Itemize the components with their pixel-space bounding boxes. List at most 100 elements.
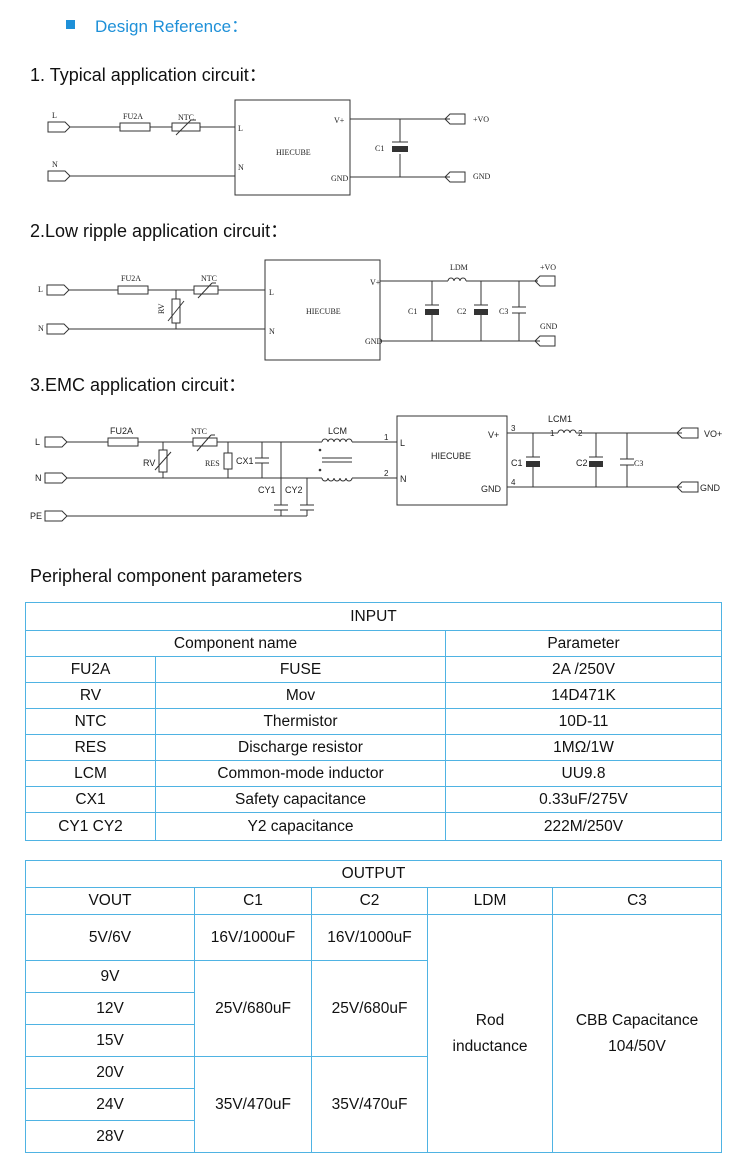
c1-module-n-pin: N [238,163,244,172]
cell-name: Discharge resistor [155,734,446,761]
table-row: LCM Common-mode inductor UU9.8 [25,760,723,787]
output-header-c3: C3 [551,887,723,915]
cell-name: Thermistor [155,708,446,735]
cell-parameter: 1MΩ/1W [444,734,723,761]
c3-cy1-label: CY1 [258,485,276,495]
c3-lcm1-pin1: 1 [550,429,555,438]
c3-gnd-label: GND [481,484,502,494]
cell-ref: CX1 [25,786,156,813]
section-title-emc: 3.EMC application circuit： [30,375,247,395]
c1-cell: 25V/680uF [194,960,312,1057]
c1-capacitor-label: C1 [375,144,384,153]
vout-cell: 9V [25,960,195,993]
cell-parameter: 222M/250V [444,812,723,841]
c3-cx1-label: CX1 [236,456,254,466]
c3-cy2-label: CY2 [285,485,303,495]
c3-rv-label: RV [143,458,155,468]
c3-c1-label: C1 [511,458,523,468]
section-title-typical: 1. Typical application circuit： [30,65,267,85]
cell-name: Mov [155,682,446,709]
table-row: RES Discharge resistor 1MΩ/1W [25,734,723,761]
output-table: OUTPUT VOUT C1 C2 LDM C3 5V/6V 16V/1000u… [24,860,723,1153]
output-title-row: OUTPUT [24,860,723,888]
c3-c2-label: C2 [576,458,588,468]
emc-application-circuit: L N PE FU2A NTC RV RES CX1 CY1 CY2 LCM 1… [30,414,722,522]
c3-cell: CBB Capacitance 104/50V [551,914,723,1153]
cell-name: Common-mode inductor [155,760,446,787]
vout-cell: 15V [25,1024,195,1057]
c2-vplus-label: V+ [370,278,381,287]
input-title-row: INPUT [24,602,723,631]
c2-c1-label: C1 [408,307,417,316]
c2-rv-label: RV [157,303,166,314]
low-ripple-application-circuit: L N FU2A NTC RV L N HIECUBE V+ GND LDM C… [38,259,558,361]
cell-ref: NTC [25,708,156,735]
c1-fuse-label: FU2A [123,112,143,121]
input-header-row: Component name Parameter [25,630,723,657]
output-header-ldm: LDM [427,887,553,915]
vout-cell: 12V [25,992,195,1025]
vout-cell: 5V/6V [25,914,195,961]
c2-cell: 16V/1000uF [311,914,428,961]
c3-pin4-label: 4 [511,478,516,487]
c1-vo-label: +VO [473,115,489,124]
c2-cell: 25V/680uF [311,960,428,1057]
ldm-line: Rod [475,1011,505,1029]
cell-ref: RES [25,734,156,761]
c1-cell: 16V/1000uF [194,914,312,961]
c2-module-name: HIECUBE [306,307,341,316]
c3-res-label: RES [205,459,220,468]
c3-vplus-label: V+ [488,430,499,440]
cell-parameter: UU9.8 [444,760,723,787]
c2-c3-label: C3 [499,307,508,316]
cell-ref: FU2A [25,656,156,683]
c2-module-l-pin: L [269,288,274,297]
vout-cell: 24V [25,1088,195,1121]
section-title-low-ripple: 2.Low ripple application circuit： [30,221,289,241]
c3-line: CBB Capacitance [575,1011,699,1029]
c2-fuse-label: FU2A [121,274,141,283]
input-header-component: Component name [25,630,446,657]
cell-ref: RV [25,682,156,709]
c1-vplus-label: V+ [334,116,345,125]
peripheral-title: Peripheral component parameters [30,566,303,586]
output-header-c1: C1 [194,887,312,915]
cell-ref: CY1 CY2 [25,812,156,841]
c2-vo-label: +VO [540,263,556,272]
c3-ntc-label: NTC [191,427,207,436]
c2-ntc-label: NTC [201,274,217,283]
table-row: 5V/6V 16V/1000uF 16V/1000uF Rod inductan… [25,914,723,1153]
cell-parameter: 14D471K [444,682,723,709]
c2-n-label: N [38,324,44,333]
input-header-parameter: Parameter [444,630,723,657]
c2-out-gnd-label: GND [540,322,558,331]
design-reference-header: Design Reference： [66,10,248,38]
c3-pe-label: PE [30,511,42,521]
table-row: NTC Thermistor 10D-11 [25,708,723,735]
c2-module-n-pin: N [269,327,275,336]
c1-gnd-label: GND [331,174,349,183]
cell-parameter: 2A /250V [444,656,723,683]
vout-cell: 20V [25,1056,195,1089]
cell-parameter: 0.33uF/275V [444,786,723,813]
c1-cell: 35V/470uF [194,1056,312,1153]
ldm-cell: Rod inductance [427,914,553,1153]
table-row: RV Mov 14D471K [25,682,723,709]
output-header-c2: C2 [311,887,428,915]
vout-cell: 28V [25,1120,195,1153]
c3-lcm1-pin2: 2 [578,429,583,438]
cell-parameter: 10D-11 [444,708,723,735]
output-header-vout: VOUT [25,887,195,915]
ldm-line: inductance [452,1037,528,1055]
c3-lcm1-label: LCM1 [548,414,572,424]
c3-pin3-label: 3 [511,424,516,433]
c3-c3-label: C3 [634,459,643,468]
c3-n-label: N [35,473,42,483]
c1-n-label: N [52,160,58,169]
c2-l-label: L [38,285,43,294]
cell-ref: LCM [25,760,156,787]
table-row: 20V 35V/470uF 35V/470uF [25,1056,722,1153]
bullet-square-icon [66,19,75,29]
table-row: 28V [25,1120,722,1153]
cell-name: FUSE [155,656,446,683]
